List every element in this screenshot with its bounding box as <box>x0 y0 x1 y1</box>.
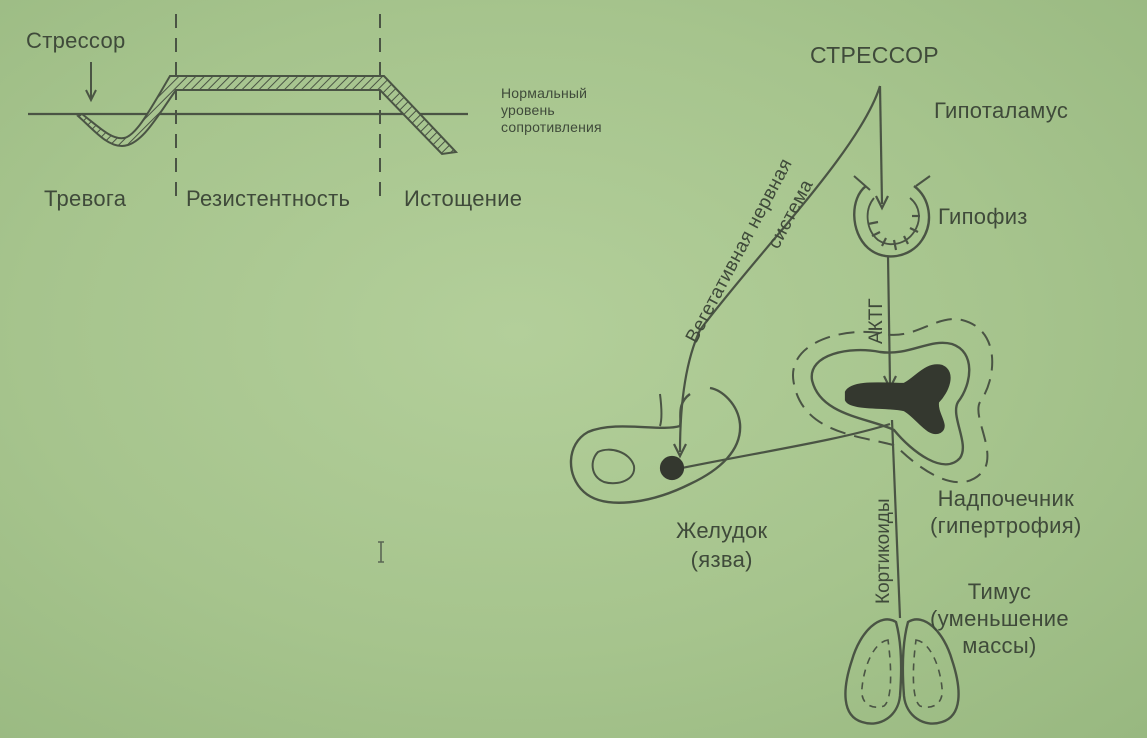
acth-line <box>886 255 892 385</box>
normal-level-label: Нормальный уровень сопротивления <box>501 85 602 136</box>
thymus <box>844 618 960 725</box>
stomach <box>569 386 742 504</box>
normal-level-line-1: Нормальный <box>501 85 588 101</box>
stomach-label-line-2: (язва) <box>690 547 753 572</box>
corticoids-line <box>890 419 902 619</box>
autonomic-nerve-line <box>678 85 882 453</box>
adrenal-label-line-2: (гипертрофия) <box>930 513 1082 538</box>
thymus-label-line-2: (уменьшение <box>930 606 1069 631</box>
text-cursor-icon <box>378 541 384 563</box>
resistance-curve <box>76 75 459 156</box>
normal-level-line-2: уровень <box>501 102 555 118</box>
stressor-to-pituitary-line <box>878 85 884 205</box>
normal-level-line-3: сопротивления <box>501 119 602 135</box>
phase-exhaustion-label: Истощение <box>404 186 523 211</box>
thymus-label-line-3: массы) <box>962 633 1037 658</box>
stomach-label-line-1: Желудок <box>676 518 768 543</box>
adrenal-label-line-1: Надпочечник <box>937 486 1075 511</box>
stress-scheme <box>569 85 994 725</box>
stressor-arrowhead <box>85 89 97 103</box>
adrenal-to-stomach-line <box>671 422 891 472</box>
adaptation-graph <box>28 14 468 196</box>
stomach-arrowhead <box>673 443 687 459</box>
adrenal-medulla <box>844 364 951 435</box>
pituitary-arrowhead <box>875 195 889 211</box>
phase-alarm-label: Тревога <box>44 186 127 211</box>
graph-stressor-label: Стрессор <box>26 28 126 53</box>
hypothalamus-label: Гипоталамус <box>934 98 1069 123</box>
pituitary-label: Гипофиз <box>938 204 1028 229</box>
phase-resistance-label: Резистентность <box>186 186 351 211</box>
scheme-stressor-label: СТРЕССОР <box>810 42 939 68</box>
thymus-label-line-1: Тимус <box>967 579 1032 604</box>
thymus-label: Тимус (уменьшение массы) <box>930 578 1069 659</box>
acth-label: АКТГ <box>866 298 887 344</box>
stomach-ulcer <box>659 455 685 481</box>
adrenal-label: Надпочечник (гипертрофия) <box>930 485 1082 539</box>
stomach-label: Желудок (язва) <box>676 516 767 574</box>
corticoids-label: Кортикоиды <box>873 498 894 604</box>
pituitary-gland <box>853 175 931 258</box>
